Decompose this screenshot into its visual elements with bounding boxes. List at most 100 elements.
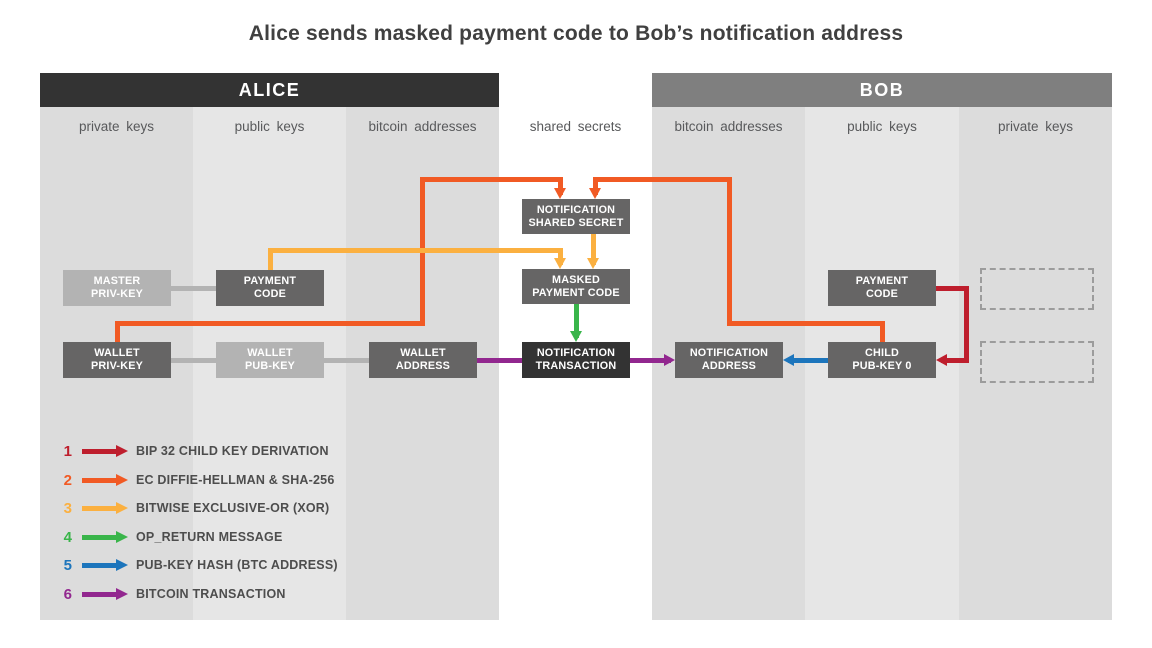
flow-segment bbox=[592, 176, 732, 182]
column-label-5: public keys bbox=[847, 119, 917, 134]
notification-shared-secret-label-line: NOTIFICATION bbox=[536, 203, 616, 216]
masked-payment-code-label-line: PAYMENT CODE bbox=[532, 286, 620, 299]
notification-transaction-label-line: NOTIFICATION bbox=[536, 347, 616, 359]
legend-number: 3 bbox=[63, 499, 72, 517]
master-priv-key-label-line: MASTER bbox=[93, 275, 141, 287]
pubkey-hash-to-address-arrow-icon bbox=[783, 353, 794, 366]
flow-segment bbox=[321, 357, 372, 363]
arrow-shaft bbox=[82, 562, 116, 568]
column-label-4: bitcoin addresses bbox=[674, 119, 783, 134]
legend-number: 5 bbox=[63, 556, 72, 574]
flow-segment bbox=[168, 357, 219, 363]
arrow-head bbox=[116, 502, 128, 514]
wallet-address-label-line: ADDRESS bbox=[395, 360, 451, 372]
arrow-shaft bbox=[82, 477, 116, 483]
orange-arrow-icon bbox=[82, 474, 128, 486]
column-label-6: private keys bbox=[997, 119, 1074, 134]
flow-segment bbox=[933, 285, 969, 291]
bob-header-bar: BOB bbox=[652, 73, 1112, 107]
flow-segment bbox=[474, 357, 525, 363]
flow-segment bbox=[787, 357, 831, 363]
legend-number: 1 bbox=[63, 442, 72, 460]
flow-segment bbox=[592, 176, 598, 195]
future-key-placeholder-2-box bbox=[980, 341, 1094, 383]
wallet-pub-key-label-line: WALLET bbox=[247, 347, 293, 359]
payment-code-bob-label-line: PAYMENT bbox=[855, 275, 909, 287]
flow-segment bbox=[726, 320, 885, 326]
payment-code-alice-label-line: CODE bbox=[254, 288, 286, 300]
alice-header-label: ALICE bbox=[238, 79, 301, 100]
payment-code-alice-label-line: PAYMENT bbox=[243, 275, 297, 287]
flow-segment bbox=[114, 320, 120, 345]
notification-address-label-line: ADDRESS bbox=[701, 360, 757, 372]
legend-number: 2 bbox=[63, 471, 72, 489]
bob-header-label: BOB bbox=[859, 79, 905, 100]
arrow-shaft bbox=[82, 505, 116, 511]
legend-label: BIP 32 CHILD KEY DERIVATION bbox=[136, 444, 329, 458]
flow-segment bbox=[267, 247, 273, 273]
wallet-pub-key-label-line: PUB-KEY bbox=[245, 360, 295, 372]
legend-label: BITWISE EXCLUSIVE-OR (XOR) bbox=[136, 501, 330, 515]
flow-segment bbox=[267, 247, 563, 253]
arrow-head bbox=[116, 588, 128, 600]
flow-segment bbox=[168, 285, 219, 291]
notification-address-label-line: NOTIFICATION bbox=[689, 347, 769, 359]
bip32-derivation-bob-arrow-icon bbox=[936, 353, 947, 366]
blue-arrow-icon bbox=[82, 559, 128, 571]
flow-segment bbox=[627, 357, 671, 363]
payment-code-bob-label-line: CODE bbox=[866, 288, 898, 300]
flow-segment bbox=[557, 176, 563, 195]
legend-item-3: 3 BITWISE EXCLUSIVE-OR (XOR) bbox=[55, 498, 330, 518]
arrow-head bbox=[116, 474, 128, 486]
wallet-priv-key-label-line: WALLET bbox=[94, 347, 140, 359]
xor-from-payment-code-arrow-icon bbox=[553, 258, 566, 269]
purple-arrow-icon bbox=[82, 588, 128, 600]
arrow-head bbox=[116, 445, 128, 457]
red-arrow-icon bbox=[82, 445, 128, 457]
ecdh-from-alice-priv-key-arrow-icon bbox=[553, 188, 566, 199]
legend-label: EC DIFFIE-HELLMAN & SHA-256 bbox=[136, 473, 335, 487]
column-label-3: shared secrets bbox=[529, 119, 622, 134]
legend-item-1: 1 BIP 32 CHILD KEY DERIVATION bbox=[55, 441, 329, 461]
notification-shared-secret-label-line: SHARED SECRET bbox=[528, 216, 624, 229]
column-label-0: private keys bbox=[78, 119, 155, 134]
flow-segment bbox=[879, 320, 885, 345]
column-band-6 bbox=[959, 107, 1112, 620]
legend-item-4: 4 OP_RETURN MESSAGE bbox=[55, 527, 283, 547]
legend-label: OP_RETURN MESSAGE bbox=[136, 530, 283, 544]
flow-segment bbox=[557, 247, 563, 265]
child-pub-key-0-label-line: CHILD bbox=[865, 347, 899, 359]
wallet-address-label-line: WALLET bbox=[400, 347, 446, 359]
legend-number: 4 bbox=[63, 528, 72, 546]
page-title: Alice sends masked payment code to Bob’s… bbox=[248, 22, 904, 45]
flow-segment bbox=[114, 320, 425, 326]
ecdh-from-bob-child-pub-arrow-icon bbox=[588, 188, 601, 199]
legend-label: BITCOIN TRANSACTION bbox=[136, 587, 286, 601]
green-arrow-icon bbox=[82, 531, 128, 543]
flow-segment bbox=[940, 357, 969, 363]
column-label-1: public keys bbox=[234, 119, 305, 134]
master-priv-key-label-line: PRIV-KEY bbox=[91, 288, 143, 300]
op-return-message-arrow-icon bbox=[569, 331, 582, 342]
yellow-arrow-icon bbox=[82, 502, 128, 514]
flow-segment bbox=[963, 285, 969, 363]
wallet-priv-key-label-line: PRIV-KEY bbox=[91, 360, 143, 372]
tx-to-notification-address-arrow-icon bbox=[664, 353, 675, 366]
flow-segment bbox=[419, 176, 563, 182]
flow-segment bbox=[726, 176, 732, 326]
xor-from-shared-secret-arrow-icon bbox=[586, 258, 599, 269]
flow-segment bbox=[590, 231, 596, 265]
